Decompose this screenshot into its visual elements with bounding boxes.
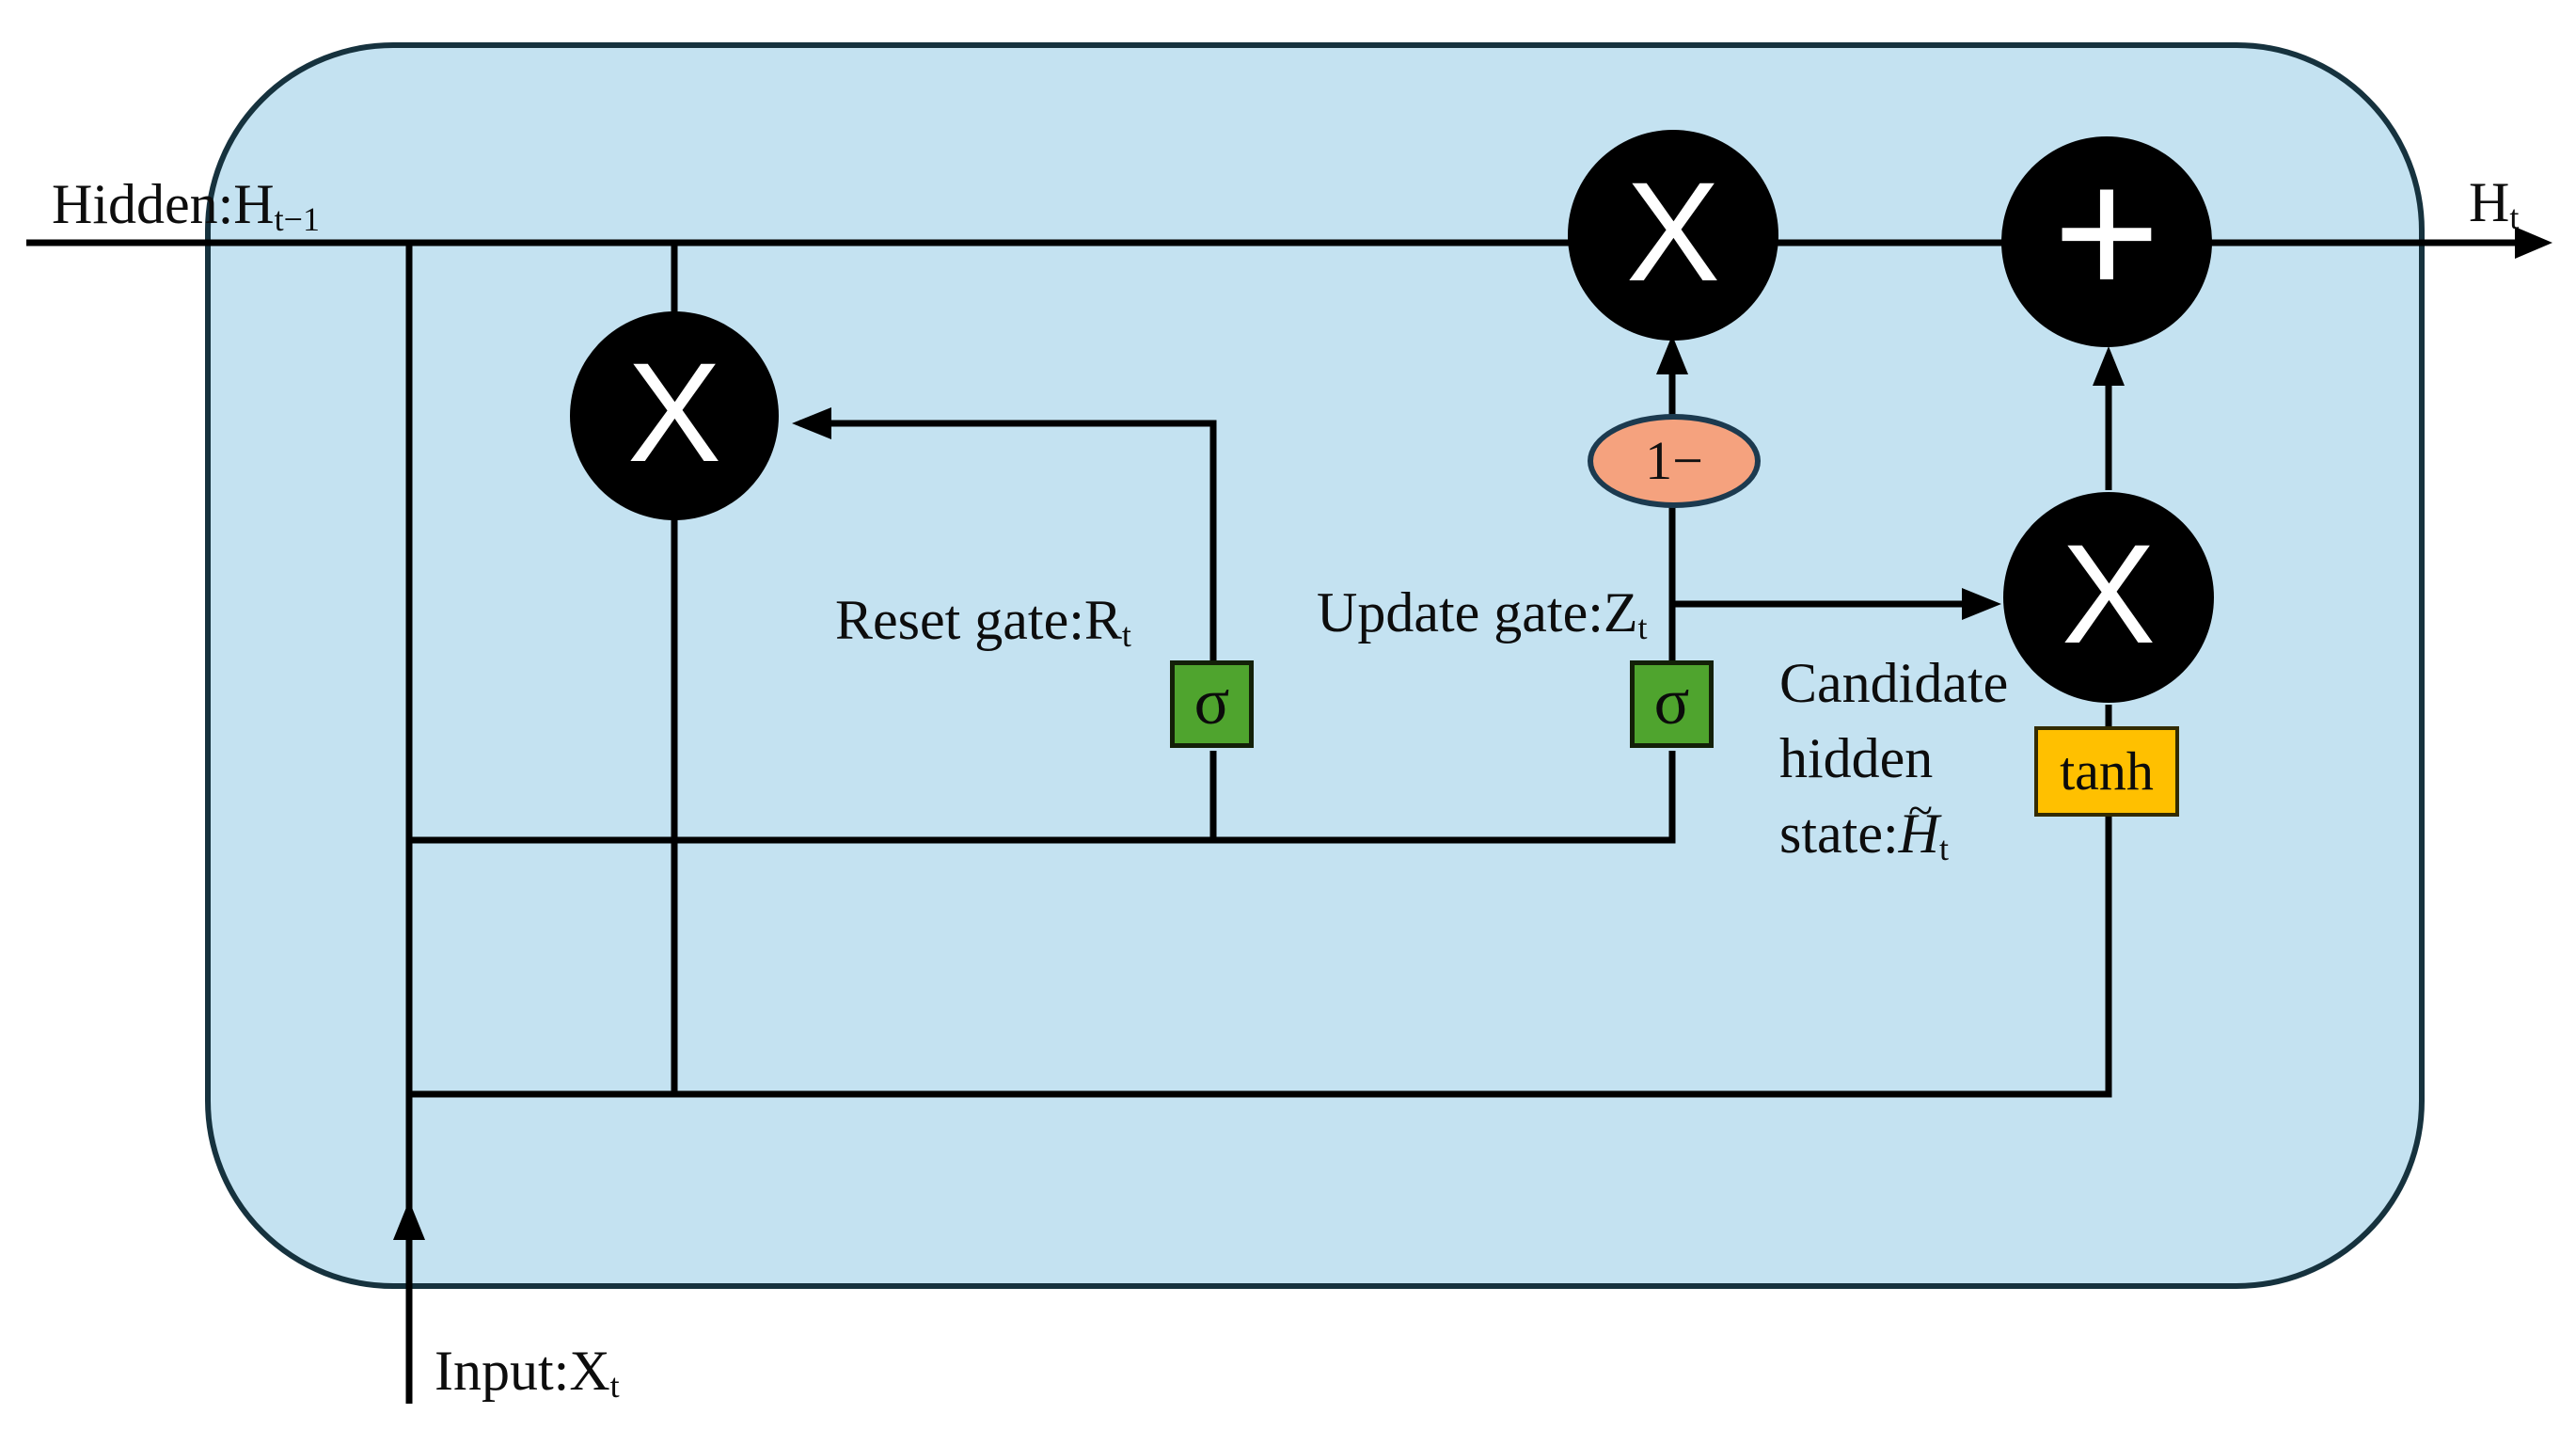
one-minus-node: 1− — [1588, 414, 1761, 508]
update-gate-subscript: t — [1637, 608, 1648, 646]
output-state-subscript: t — [2509, 198, 2520, 236]
candidate-state-label: Candidate hidden state:~Ht — [1779, 645, 2008, 879]
multiply-glyph: X — [1625, 152, 1721, 310]
candidate-h-tilde: ~H — [1898, 786, 1939, 871]
multiply-node-candidate: X — [2003, 492, 2214, 703]
output-state-label: Ht — [2469, 166, 2519, 240]
input-text: Input:X — [435, 1340, 610, 1402]
update-branch-arrowhead-icon — [1962, 588, 2001, 620]
add-node: + — [2001, 136, 2212, 347]
candidate-line2: hidden — [1779, 727, 1934, 789]
output-arrowhead-icon — [2515, 227, 2552, 259]
input-to-tanh-line — [409, 815, 2112, 1098]
candidate-line3: state:~Ht — [1779, 786, 2008, 879]
sigma-node-update: σ — [1630, 660, 1714, 748]
sigma-node-reset: σ — [1170, 660, 1254, 748]
candidate-line3-prefix: state: — [1779, 802, 1899, 865]
tanh-node: tanh — [2034, 726, 2179, 817]
update-gate-text: Update gate:Z — [1317, 581, 1638, 644]
sigma-glyph: σ — [1653, 665, 1690, 739]
one-minus-label: 1− — [1645, 430, 1703, 491]
plus-glyph: + — [2053, 129, 2160, 335]
hidden-state-text: Hidden:H — [52, 173, 275, 235]
candidate-line1: Candidate — [1779, 652, 2009, 714]
multiply-glyph: X — [626, 333, 722, 491]
multiply-glyph: X — [2061, 515, 2157, 673]
hidden-state-subscript: t−1 — [274, 199, 320, 238]
candidate-h-var: H — [1898, 802, 1939, 865]
reset-gate-subscript: t — [1121, 615, 1131, 654]
input-subscript: t — [609, 1366, 620, 1405]
update-gate-label: Update gate:Zt — [1317, 576, 1648, 650]
concat-to-gates-line — [409, 751, 1676, 844]
reset-gate-text: Reset gate:R — [835, 589, 1122, 651]
reset-arrowhead-icon — [792, 407, 831, 439]
multiply-node-reset: X — [570, 311, 779, 520]
sigma-glyph: σ — [1193, 665, 1230, 739]
hidden-state-label: Hidden:Ht−1 — [52, 167, 320, 242]
output-state-text: H — [2469, 171, 2510, 233]
candidate-subscript: t — [1938, 829, 1949, 867]
tilde-glyph: ~ — [1908, 786, 1933, 835]
oneminus-arrowhead-icon — [1656, 335, 1688, 374]
candidate-arrowhead-icon — [2093, 346, 2125, 386]
input-arrowhead-icon — [393, 1200, 425, 1240]
reset-feedback-line — [799, 420, 1217, 660]
input-label: Input:Xt — [435, 1334, 620, 1408]
reset-gate-label: Reset gate:Rt — [835, 583, 1131, 658]
multiply-node-update: X — [1568, 130, 1778, 341]
tanh-label: tanh — [2060, 740, 2154, 802]
